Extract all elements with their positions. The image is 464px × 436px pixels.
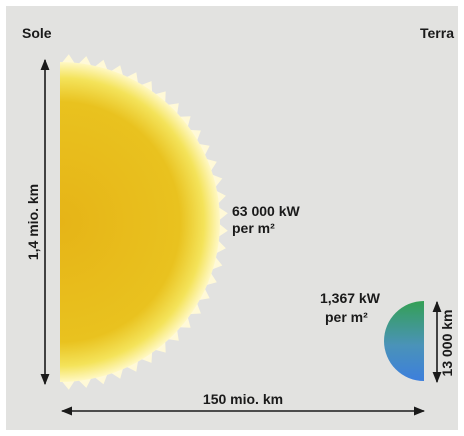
earth-flux-unit: per m² [325,309,368,325]
sun-half-disc [60,54,228,390]
earth-flux-value: 1,367 kW [320,290,381,306]
earth-half-disc [384,301,424,381]
earth-diameter-label: 13 000 km [439,310,455,377]
distance-label: 150 mio. km [203,391,283,407]
earth-label: Terra [420,25,454,41]
sun-flux-value: 63 000 kW [232,203,300,219]
sun-label: Sole [22,25,52,41]
sun-height-label: 1,4 mio. km [25,184,41,260]
sun-flux-unit: per m² [232,220,275,236]
